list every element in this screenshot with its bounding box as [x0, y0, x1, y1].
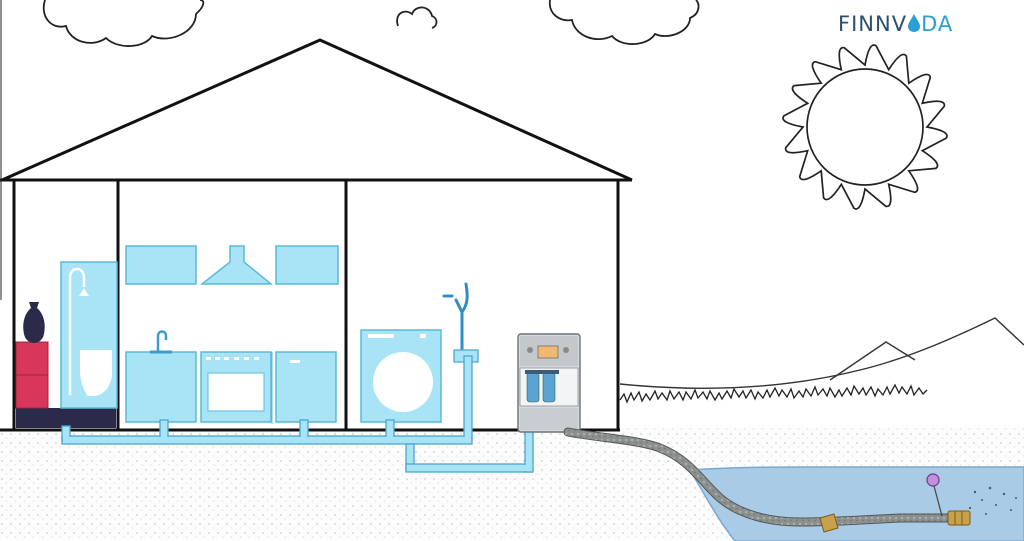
wall-tap-icon: [442, 282, 469, 362]
intake-valve: [947, 510, 971, 526]
oven-window: [207, 372, 265, 412]
bathroom-floor: [16, 408, 116, 428]
logo-text-end: DA: [921, 12, 954, 36]
shower-icon: [68, 267, 86, 395]
sun-icon: [782, 44, 948, 210]
lake: [688, 466, 1024, 541]
washing-machine-door: [373, 352, 433, 412]
vase-icon: [23, 302, 45, 343]
water-drop-icon: [908, 14, 921, 32]
upper-cabinet-left: [125, 245, 197, 285]
upper-cabinet-right: [275, 245, 339, 285]
finnvoda-logo: FINNV DA: [838, 12, 953, 36]
logo-text-start: FINNV: [838, 12, 908, 36]
lake-bubbles: [968, 486, 1017, 515]
faucet-icon: [156, 330, 168, 352]
dishwasher: [275, 351, 337, 423]
water-filter-icon: [517, 333, 581, 433]
cloud-icon: [42, 0, 205, 47]
mountain-icon: [619, 317, 1024, 390]
buoy-icon: [926, 473, 940, 487]
sink-cabinet: [125, 351, 197, 423]
cloud-icon: [396, 6, 438, 29]
buoy-rope: [933, 485, 943, 517]
toilet-bowl: [80, 350, 112, 396]
grass: [619, 383, 928, 404]
kitchen-hood-icon: [199, 245, 274, 285]
house-icon: [0, 180, 620, 432]
cloud-icon: [548, 0, 700, 45]
house-roof: [1, 38, 633, 182]
hose-fitting: [819, 513, 839, 533]
